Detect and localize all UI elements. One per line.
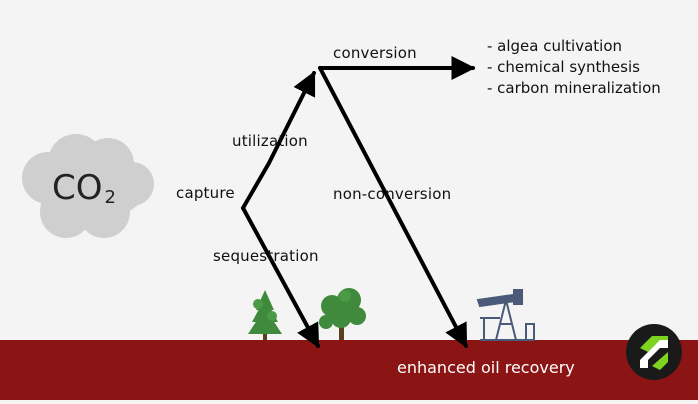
non-conversion-arrow (318, 66, 468, 349)
cloud-icon (22, 134, 154, 238)
conversion-examples-list: - algea cultivation - chemical synthesis… (487, 36, 661, 99)
non-conversion-label: non-conversion (333, 185, 452, 203)
oak-tree-icon (319, 288, 366, 340)
utilization-label: utilization (232, 132, 308, 150)
co2-text: CO (52, 168, 103, 208)
list-item: - carbon mineralization (487, 79, 661, 97)
ground-band (0, 340, 698, 400)
sequestration-label: sequestration (213, 247, 319, 265)
pine-tree-icon (248, 290, 282, 340)
enhanced-oil-recovery-label: enhanced oil recovery (397, 358, 575, 377)
oil-pump-icon (476, 289, 535, 341)
flow-arrows (241, 56, 476, 349)
capture-label: capture (176, 184, 235, 202)
capture-connector (241, 161, 271, 210)
list-item: - chemical synthesis (487, 58, 640, 76)
co2-subscript: 2 (104, 187, 116, 208)
conversion-label: conversion (333, 44, 417, 62)
utilization-arrow (267, 70, 316, 165)
list-item: - algea cultivation (487, 37, 623, 55)
sequestration-arrow (241, 206, 320, 349)
logo-icon (626, 324, 682, 380)
